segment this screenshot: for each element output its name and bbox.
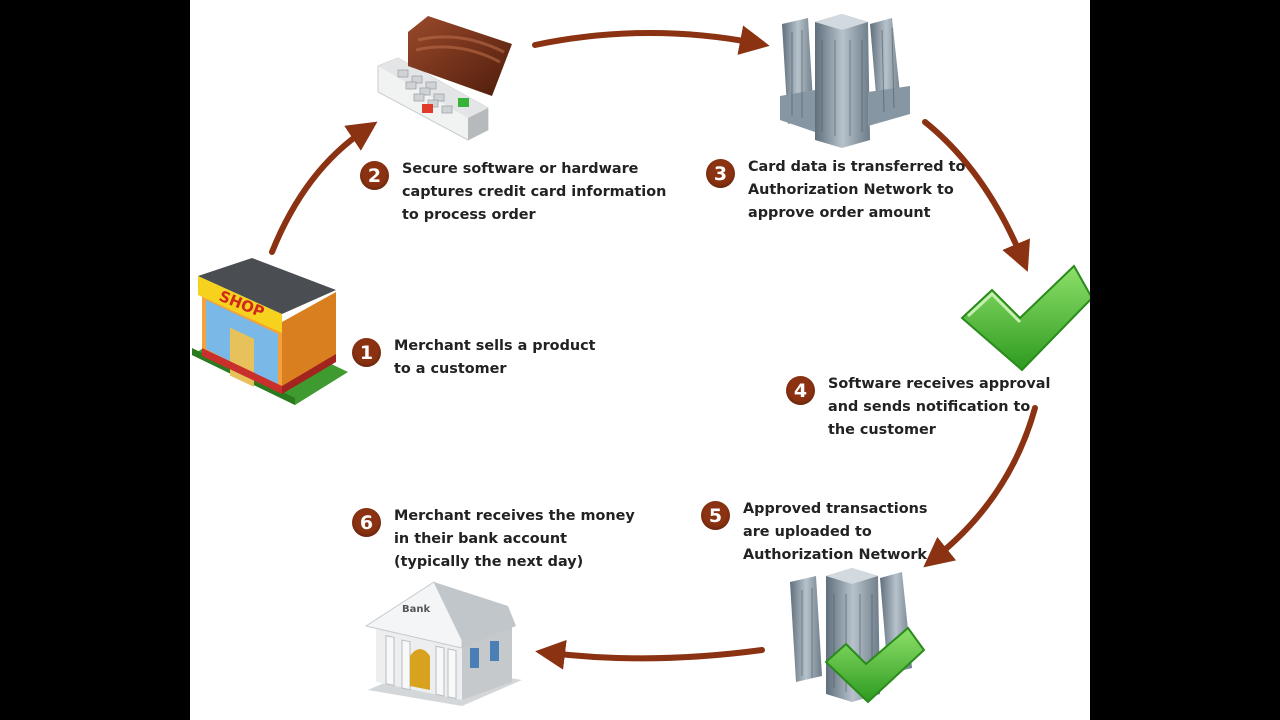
arrow-shop-to-terminal [269, 121, 378, 255]
step-1: 1 Merchant sells a product to a customer [352, 335, 596, 381]
step-6-text: Merchant receives the money in their ban… [394, 505, 635, 574]
step-5-text: Approved transactions are uploaded to Au… [743, 498, 927, 567]
svg-text:Bank: Bank [402, 604, 430, 615]
step-1-line-2: to a customer [394, 361, 507, 377]
step-5-line-2: are uploaded to [743, 524, 872, 540]
shop-icon: SHOP [192, 258, 348, 405]
step-4-line-1: Software receives approval [828, 376, 1051, 392]
step-6-line-3: (typically the next day) [394, 554, 584, 570]
step-6-line-1: Merchant receives the money [394, 508, 635, 524]
step-2-line-1: Secure software or hardware [402, 161, 639, 177]
step-2-line-2: captures credit card information [402, 184, 667, 200]
step-2-line-3: to process order [402, 207, 536, 223]
step-4-badge: 4 [786, 376, 815, 405]
payment-process-diagram: SHOP [190, 0, 1090, 720]
step-2: 2 Secure software or hardware captures c… [360, 158, 666, 227]
approval-check-icon [960, 264, 1090, 372]
step-4: 4 Software receives approval and sends n… [786, 373, 1050, 442]
bank-icon: Bank [364, 581, 522, 706]
step-3: 3 Card data is transferred to Authorizat… [706, 156, 965, 225]
arrow-upload-to-bank [535, 639, 765, 670]
arrow-terminal-to-servers [532, 25, 770, 55]
step-2-badge: 2 [360, 161, 389, 190]
diagram-artwork: SHOP [192, 14, 1090, 706]
step-4-line-3: the customer [828, 422, 936, 438]
step-3-text: Card data is transferred to Authorizatio… [748, 156, 965, 225]
arrow-servers-to-approval [922, 119, 1031, 272]
step-1-line-1: Merchant sells a product [394, 338, 596, 354]
step-6-line-2: in their bank account [394, 531, 567, 547]
step-5-line-1: Approved transactions [743, 501, 928, 517]
step-5-badge: 5 [701, 501, 730, 530]
card-terminal-icon [377, 16, 512, 141]
step-3-badge: 3 [706, 159, 735, 188]
step-3-line-2: Authorization Network to [748, 182, 954, 198]
step-3-line-3: approve order amount [748, 205, 931, 221]
step-6: 6 Merchant receives the money in their b… [352, 505, 635, 574]
step-1-text: Merchant sells a product to a customer [394, 335, 596, 381]
step-5-line-3: Authorization Network [743, 547, 927, 563]
step-4-line-2: and sends notification to [828, 399, 1031, 415]
step-1-badge: 1 [352, 338, 381, 367]
step-3-line-1: Card data is transferred to [748, 159, 966, 175]
step-2-text: Secure software or hardware captures cre… [402, 158, 666, 227]
step-5: 5 Approved transactions are uploaded to … [701, 498, 927, 567]
approved-servers-icon [790, 568, 926, 704]
step-6-badge: 6 [352, 508, 381, 537]
servers-icon [780, 14, 910, 148]
step-4-text: Software receives approval and sends not… [828, 373, 1050, 442]
arrow-approval-to-upload [923, 405, 1038, 568]
